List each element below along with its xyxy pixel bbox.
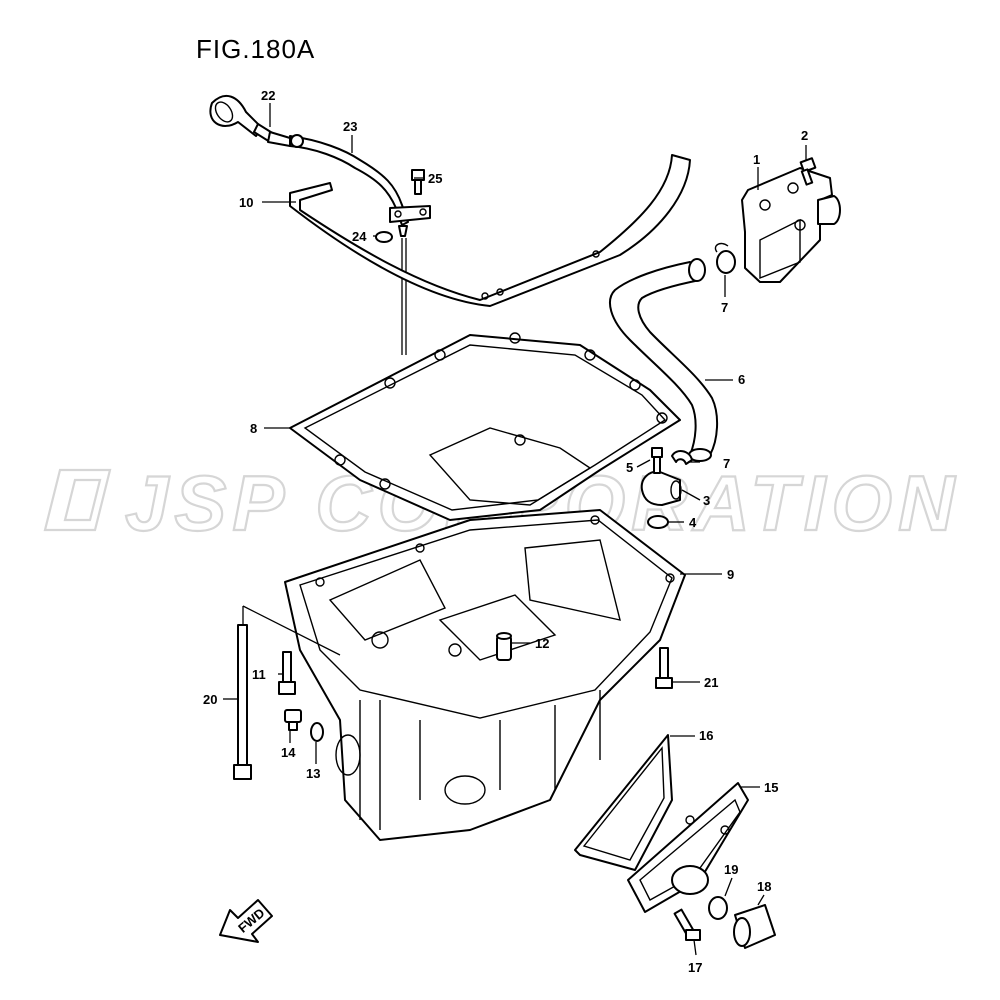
bolt-14 [284,709,302,731]
fwd-arrow: FWD [219,899,273,943]
callout-12: 12 [535,636,549,651]
oil-pan [284,509,686,841]
callout-24: 24 [352,229,367,244]
bolt-11 [278,651,296,695]
callout-11: 11 [252,667,266,682]
callout-21: 21 [704,675,718,690]
water-outlet-3 [640,470,682,506]
dipstick-handle [209,94,291,147]
callout-20: 20 [203,692,217,707]
drain-plug-18 [733,904,776,949]
bolt-20 [233,624,252,780]
dowel-12 [496,632,512,661]
bolt-21 [655,647,673,689]
callout-6: 6 [738,372,745,387]
callout-9: 9 [727,567,734,582]
clip-7-lower [671,450,693,465]
callout-16: 16 [699,728,713,743]
callout-17: 17 [688,960,702,975]
callout-1: 1 [753,152,760,167]
callout-14: 14 [281,745,296,760]
dipstick-tube [289,134,431,355]
callout-22: 22 [261,88,275,103]
leader-lines [223,103,807,956]
washer-13 [310,722,324,742]
clip-7-upper [714,242,736,274]
callout-5: 5 [626,460,633,475]
callout-4: 4 [689,515,697,530]
callout-2: 2 [801,128,808,143]
callout-15: 15 [764,780,778,795]
bolt-25 [411,169,425,195]
o-ring-24 [375,231,393,243]
callout-7-upper: 7 [721,300,728,315]
callout-19: 19 [724,862,738,877]
callout-23: 23 [343,119,357,134]
callout-3: 3 [703,493,710,508]
washer-19 [708,896,728,920]
bolt-5 [651,447,663,474]
bolt-17 [673,908,701,941]
bolt-2 [799,157,817,186]
callout-18: 18 [757,879,771,894]
callout-labels: 1 2 3 4 5 6 7 7 8 9 10 11 12 13 14 15 16… [203,88,808,975]
callout-25: 25 [428,171,442,186]
gasket-16 [574,734,673,871]
thermostat-housing [741,167,841,283]
callout-10: 10 [239,195,253,210]
callout-13: 13 [306,766,320,781]
figure-title: FIG.180A [196,34,316,64]
cover-15 [627,782,749,913]
bracket-10 [289,154,691,307]
callout-8: 8 [250,421,257,436]
o-ring-4 [647,515,669,529]
callout-7-lower: 7 [723,456,730,471]
gasket-8 [289,332,681,521]
